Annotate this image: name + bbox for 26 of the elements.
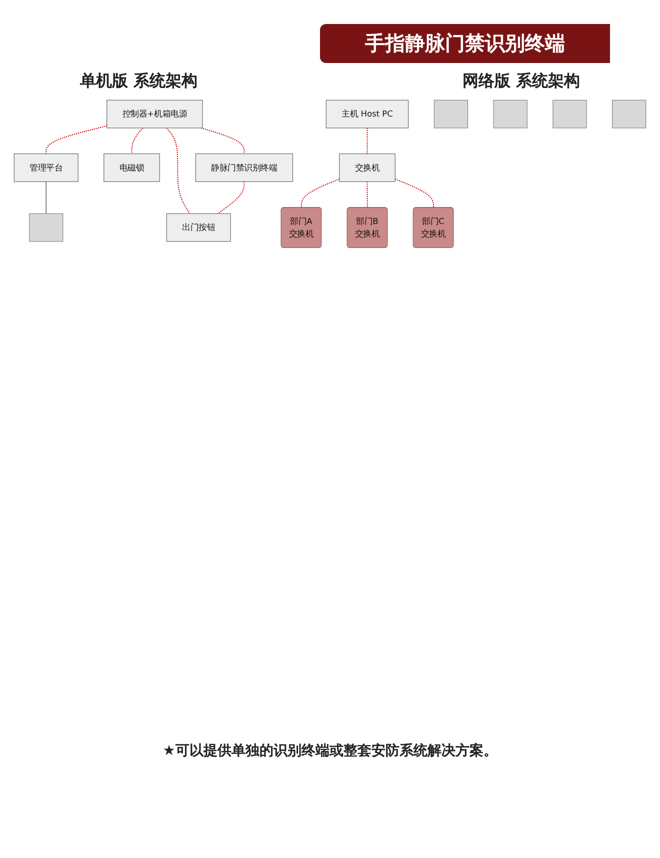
connector bbox=[366, 182, 368, 208]
section-heading: 单机版 系统架构 bbox=[80, 71, 198, 92]
connector bbox=[366, 128, 368, 154]
connector bbox=[394, 178, 434, 208]
connector bbox=[218, 182, 245, 214]
node-box bbox=[29, 213, 64, 242]
node-box: 交换机 bbox=[339, 154, 396, 182]
node-box: 主机 Host PC bbox=[326, 100, 409, 128]
title-banner: 手指静脉门禁识别终端 bbox=[320, 24, 610, 63]
node-box: 静脉门禁识别终端 bbox=[195, 154, 293, 182]
node-box bbox=[493, 100, 528, 128]
node-box: 管理平台 bbox=[14, 154, 78, 182]
caption: ★可以提供单独的识别终端或整套安防系统解决方案。 bbox=[162, 742, 498, 760]
node-box: 出门按钮 bbox=[166, 213, 231, 242]
connector bbox=[300, 178, 340, 208]
node-box bbox=[434, 100, 468, 128]
connector bbox=[46, 182, 47, 214]
node-box bbox=[552, 100, 587, 128]
connector bbox=[201, 128, 245, 154]
connector bbox=[46, 125, 107, 154]
section-heading: 网络版 系统架构 bbox=[462, 71, 580, 92]
node-box bbox=[612, 100, 646, 128]
connector bbox=[166, 128, 190, 214]
node-box: 控制器+机箱电源 bbox=[106, 100, 203, 128]
node-box: 电磁锁 bbox=[104, 154, 160, 182]
connector bbox=[131, 128, 144, 154]
